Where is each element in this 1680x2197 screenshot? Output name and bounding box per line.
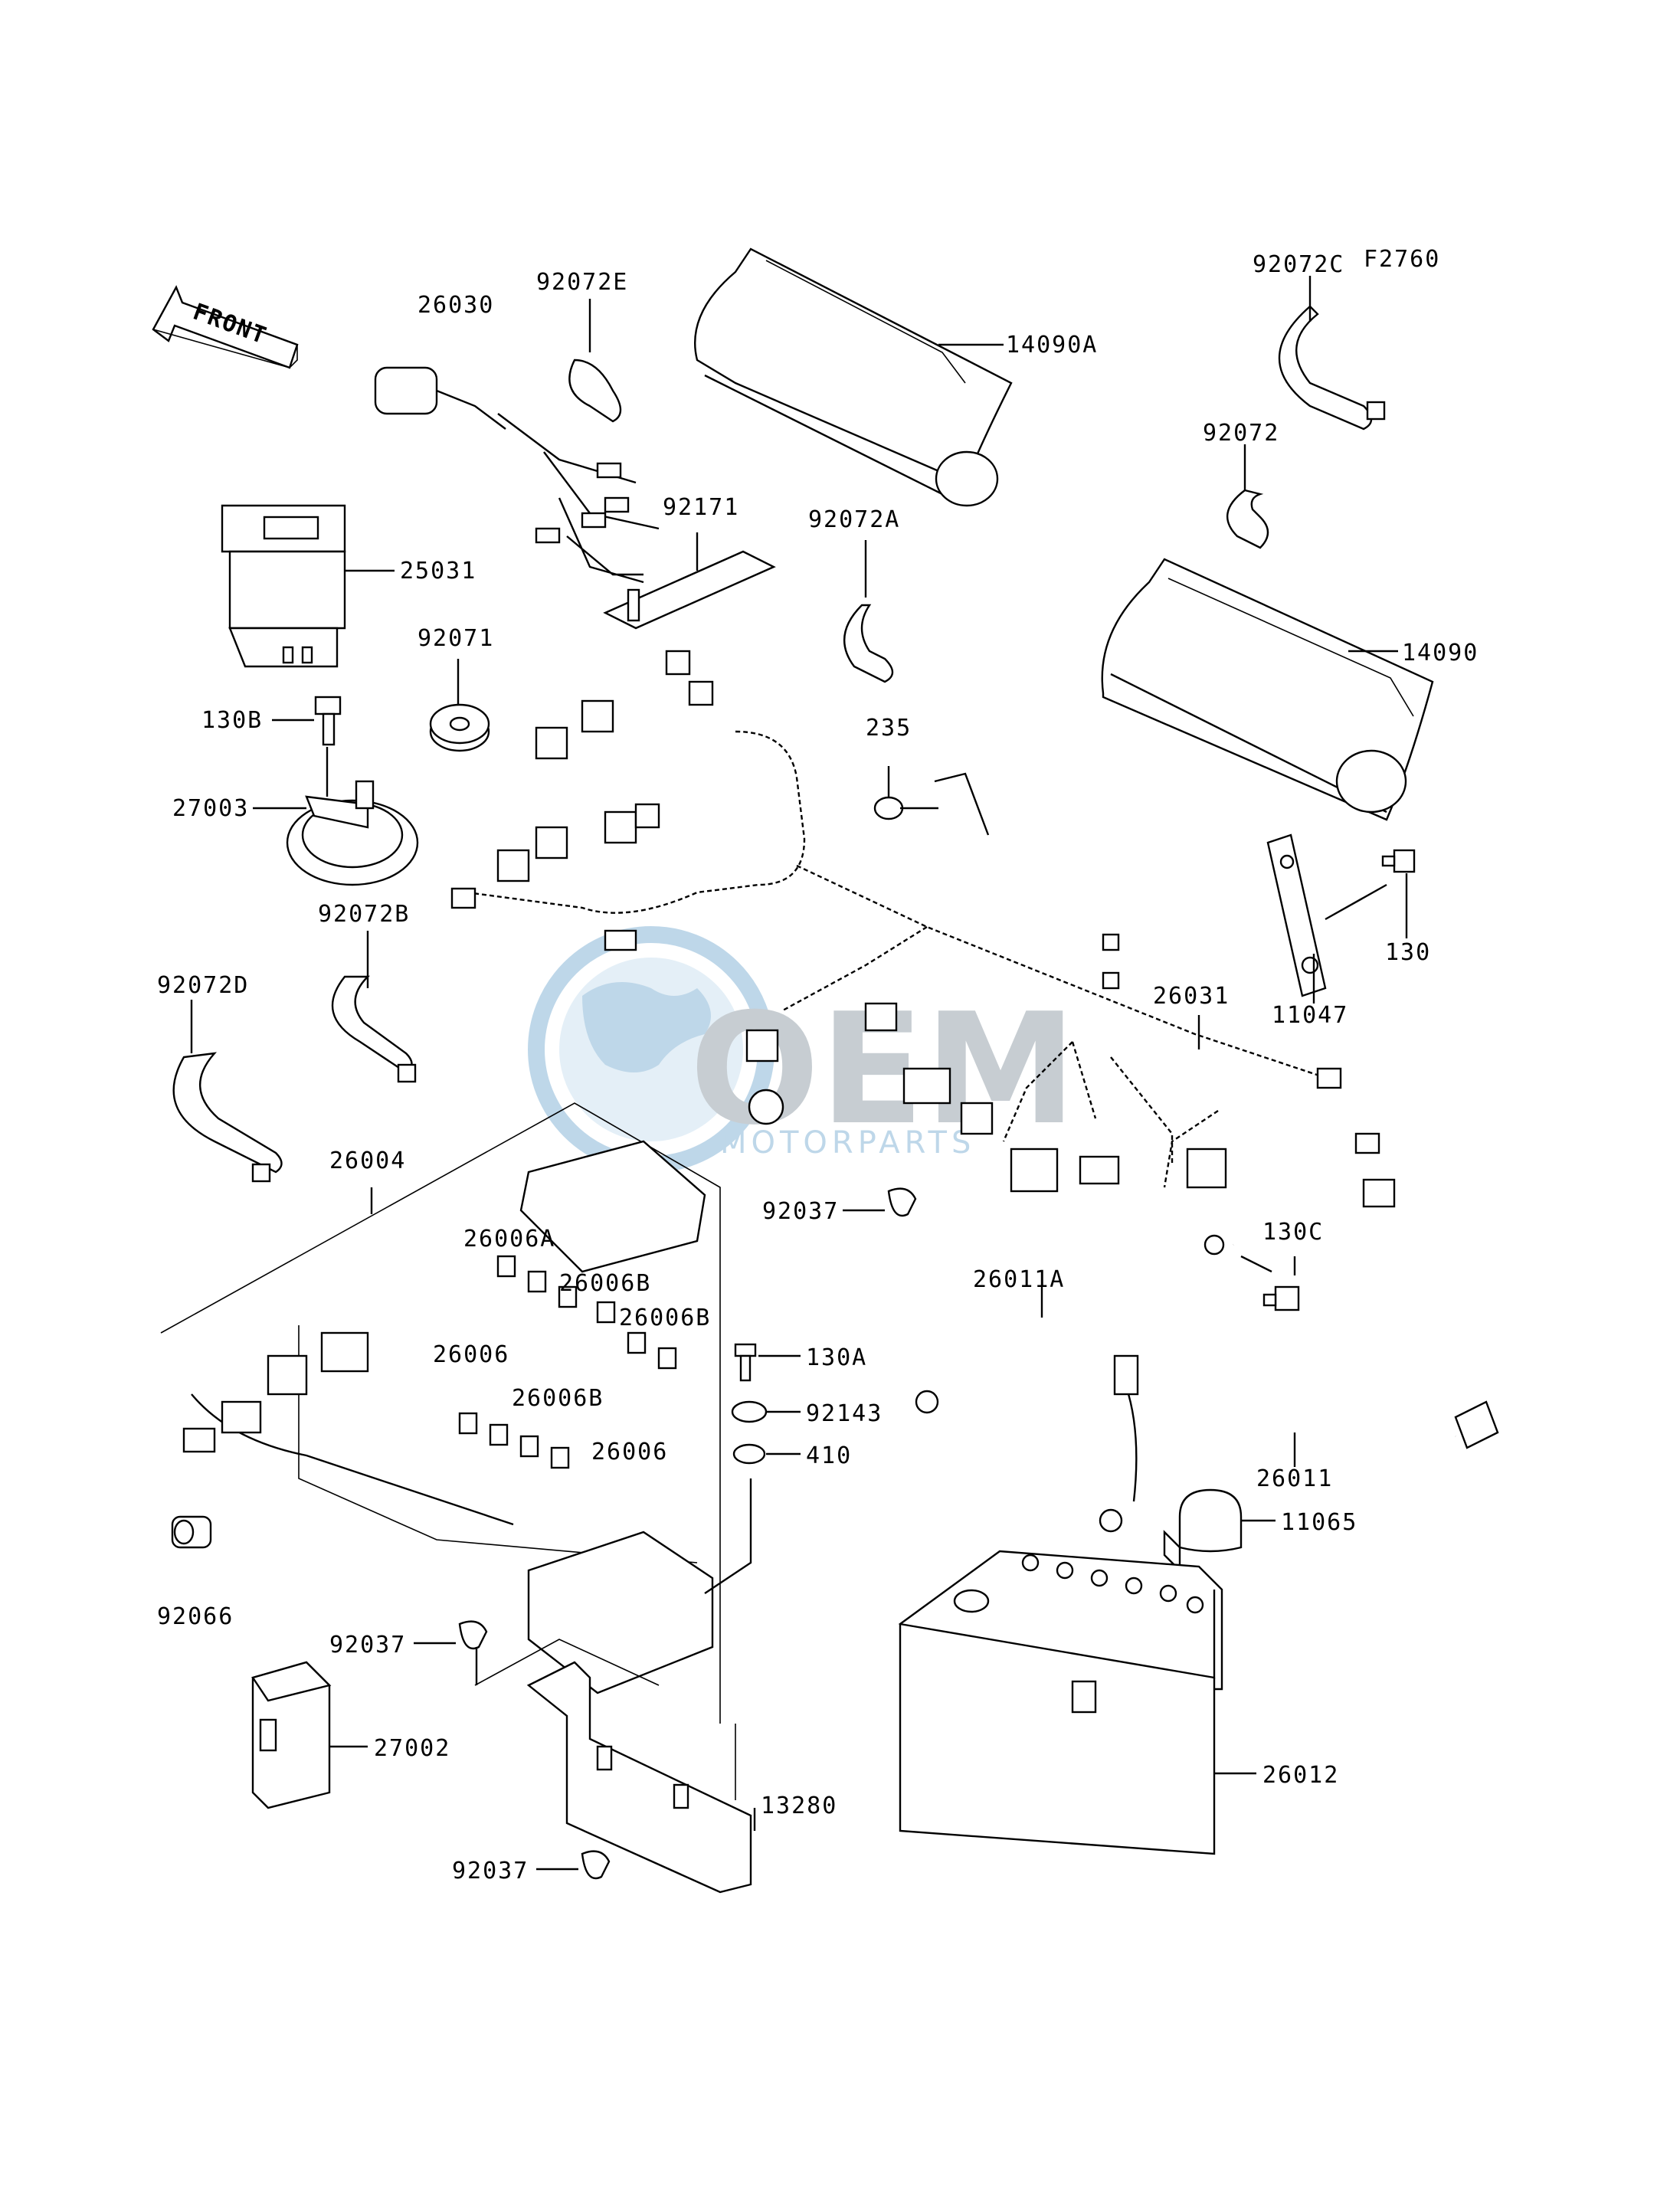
washer-410 [732, 1443, 766, 1465]
clamp-92072B [331, 975, 413, 1074]
battery-cable-26011A [915, 1234, 1236, 1414]
washer-92143 [731, 1400, 768, 1423]
clip-92037-bottom [581, 1850, 611, 1880]
clip-92037-middle [458, 1620, 488, 1650]
cover-14090 [1101, 558, 1434, 821]
label-26006A: 26006A [463, 1226, 555, 1252]
label-26030: 26030 [418, 292, 494, 319]
label-130: 130 [1385, 939, 1431, 966]
bolt-130B [314, 696, 342, 746]
label-27002: 27002 [374, 1735, 450, 1762]
label-26006-b: 26006 [591, 1439, 668, 1465]
label-92072B: 92072B [318, 901, 410, 928]
part-labels: 26030 92072E 14090A 92072C 92072 25031 9… [157, 251, 1479, 1884]
label-26006B-c: 26006B [512, 1385, 604, 1412]
watermark: OEM MOTORPARTS [528, 926, 1077, 1173]
label-92072C: 92072C [1253, 251, 1344, 278]
clamp-92072C [1278, 305, 1373, 431]
junction-box-26004 [160, 1102, 721, 1724]
clip-92037-top [887, 1187, 917, 1217]
label-92072E: 92072E [536, 269, 628, 296]
label-410: 410 [806, 1442, 852, 1469]
label-26004: 26004 [329, 1148, 406, 1174]
label-130B: 130B [201, 707, 263, 734]
label-92037-top: 92037 [762, 1198, 839, 1225]
battery-cable-26011 [1099, 1354, 1499, 1533]
bracket-92171 [603, 550, 776, 630]
front-direction-arrow: FRONT [152, 285, 299, 369]
label-13280: 13280 [761, 1793, 837, 1819]
label-92037-middle: 92037 [329, 1632, 406, 1658]
label-92071: 92071 [418, 625, 494, 652]
label-11047: 11047 [1272, 1002, 1348, 1029]
label-92072: 92072 [1203, 420, 1279, 447]
clamp-92072 [1226, 489, 1269, 549]
screw-235 [873, 796, 938, 820]
main-harness-26031 [450, 650, 1396, 1208]
grommet-92066 [171, 1515, 212, 1549]
cover-14090A [694, 247, 1013, 507]
label-26012: 26012 [1262, 1762, 1339, 1789]
label-235: 235 [866, 715, 912, 742]
label-26011A: 26011A [973, 1266, 1065, 1293]
label-92143: 92143 [806, 1400, 883, 1427]
label-92171: 92171 [663, 494, 739, 521]
label-26006B-b: 26006B [619, 1305, 711, 1331]
label-26031: 26031 [1153, 983, 1230, 1010]
label-27003: 27003 [172, 795, 249, 822]
label-11065: 11065 [1281, 1509, 1357, 1536]
label-25031: 25031 [400, 558, 476, 584]
clamp-92072D [172, 1052, 283, 1174]
bolt-130C [1262, 1285, 1300, 1311]
label-130C: 130C [1262, 1219, 1324, 1246]
label-130A: 130A [806, 1344, 867, 1371]
label-92037-bottom: 92037 [452, 1858, 529, 1884]
relay-27002 [251, 1661, 332, 1809]
clamp-92072E [568, 359, 622, 423]
label-92072D: 92072D [157, 972, 249, 999]
label-92066: 92066 [157, 1603, 234, 1630]
horn-27003 [286, 780, 419, 886]
battery-26012 [898, 1550, 1223, 1855]
label-14090A: 14090A [1006, 332, 1098, 359]
label-14090: 14090 [1402, 640, 1479, 666]
label-26006B-a: 26006B [559, 1270, 651, 1297]
watermark-subtitle: MOTORPARTS [720, 1125, 975, 1161]
grommet-92071 [429, 703, 490, 752]
label-26011: 26011 [1256, 1465, 1333, 1492]
plate-11047 [1266, 833, 1327, 997]
figure-code: F2760 [1364, 246, 1440, 273]
meter-25031 [221, 504, 346, 668]
bolt-130 [1381, 849, 1416, 873]
label-26006-a: 26006 [433, 1341, 509, 1368]
label-92072A: 92072A [808, 506, 900, 533]
sub-harness-26030 [374, 366, 660, 584]
bracket-13280 [474, 1639, 752, 1894]
bolt-130A [734, 1343, 757, 1382]
clamp-92072A [843, 604, 894, 683]
relay-11065 [1163, 1488, 1243, 1573]
